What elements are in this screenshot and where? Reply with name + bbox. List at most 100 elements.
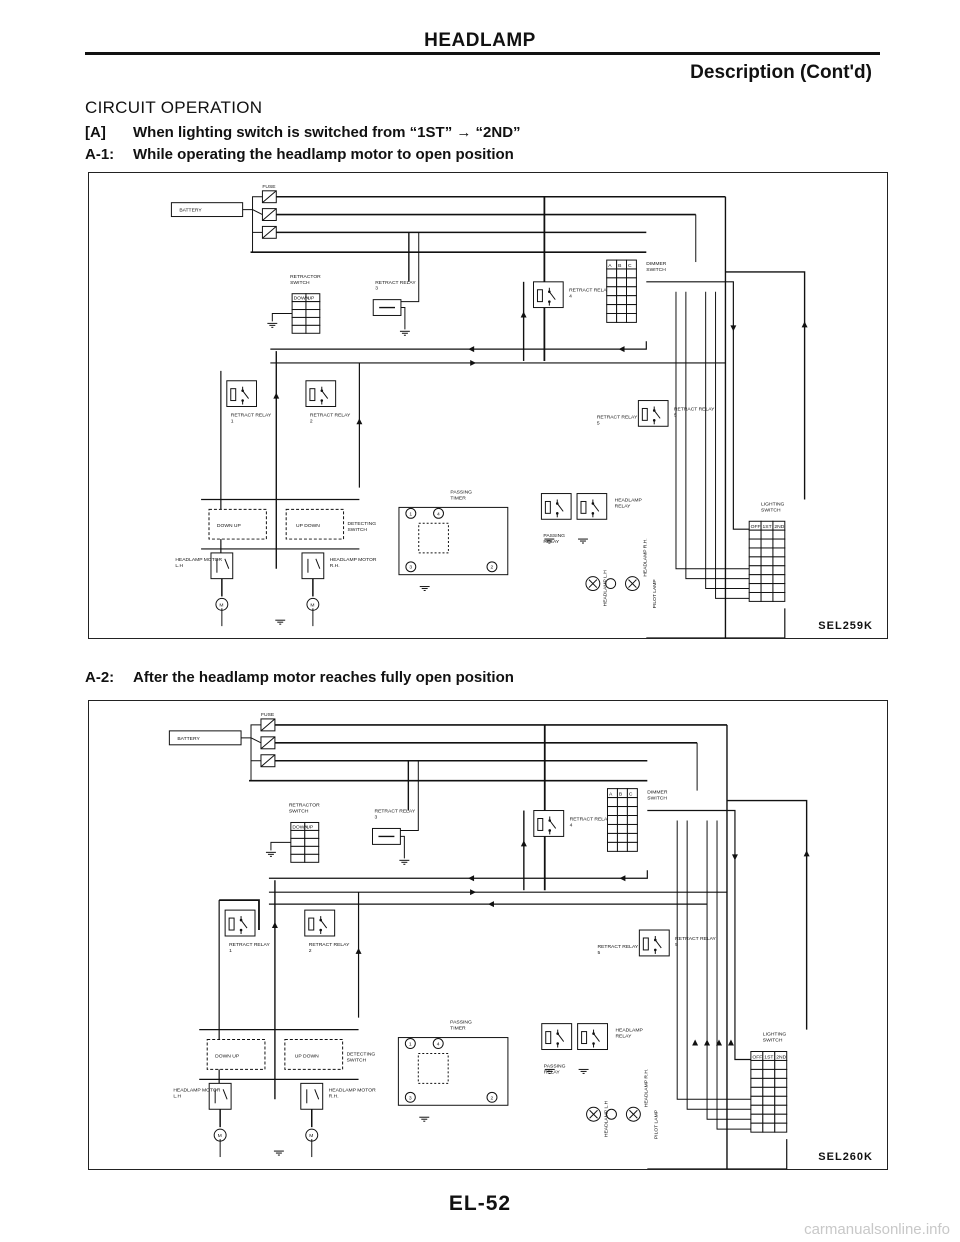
lighting-switch-grid-cell [760, 583, 774, 593]
retractor-switch-grid-cell [291, 309, 307, 318]
arrow-up-1 [271, 922, 278, 929]
passing-relay-label: PASSING [544, 1063, 566, 1069]
retractor-switch-grid-cell [290, 837, 306, 847]
retractor-switch-label: RETRACTOR [290, 274, 321, 280]
retract-relay-2-coil [308, 917, 315, 931]
dimmer-switch-grid-cell [616, 312, 628, 323]
retract-relay-5-label-left-line2: 5 [597, 420, 600, 426]
headlamp-motor-rh-label: HEADLAMP MOTOR [330, 557, 377, 563]
lighting-switch-grid-cell [748, 556, 762, 567]
dimmer-switch-grid-header: C [629, 792, 633, 798]
wiring-diagram-svg: FUSEBATTERYRETRACTORSWITCHDOWNUPRETRACT … [170, 184, 808, 638]
dimmer-switch-label: DIMMER [646, 261, 666, 267]
diagram-2-caption-line: A-2:After the headlamp motor reaches ful… [85, 669, 514, 686]
lighting-switch-grid-cell [774, 1095, 788, 1106]
retractor-switch-grid-cell [290, 853, 306, 863]
passing-relay-label-line2: RELAY [543, 539, 560, 545]
retractor-switch-grid-cell [290, 829, 306, 839]
lighting-switch-grid-header: 1ST [763, 524, 772, 530]
lighting-switch-grid-cell [750, 1068, 764, 1079]
dimmer-switch-grid-cell [626, 841, 638, 852]
dimmer-switch-grid-cell [616, 815, 628, 825]
headlamp-motor-lh-motor-letter: M [219, 602, 223, 608]
condition-text: When lighting switch is switched from “1… [133, 124, 521, 141]
lighting-switch-label-line2: SWITCH [763, 1038, 783, 1044]
arrow-down-right [731, 854, 738, 861]
lighting-switch-grid-cell [750, 1059, 764, 1070]
retract-relay-1-coil [228, 917, 235, 931]
timer-pin-3 [404, 1091, 416, 1103]
retract-relay-5-label: RETRACT RELAY [674, 406, 715, 412]
dimmer-switch-grid-cell [606, 295, 618, 306]
dimmer-switch-grid-cell [606, 832, 618, 843]
arrow-right-1 [470, 359, 477, 366]
lighting-switch-grid-cell [772, 556, 786, 567]
dimmer-switch-grid-cell [616, 823, 628, 834]
retract-relay-3-label-line2: 3 [375, 286, 378, 292]
lighting-switch-grid-cell [760, 529, 774, 540]
retractor-switch-grid-cell [304, 837, 320, 847]
wiring-diagram-svg: FUSEBATTERYRETRACTORSWITCHDOWNUPRETRACT … [168, 712, 810, 1169]
dimmer-switch-grid-cell [626, 806, 638, 817]
detecting-switch-lh-text: DOWN UP [217, 523, 242, 529]
detecting-switch-rh-text: UP DOWN [296, 523, 320, 529]
retractor-switch-grid-cell [305, 324, 321, 334]
retractor-switch-grid-cell [291, 324, 307, 334]
passing-relay-coil [545, 1031, 552, 1045]
retract-relay-5-label-left: RETRACT RELAY [598, 944, 639, 950]
timer-pin-2-label: 2 [490, 1095, 493, 1101]
retract-relay-4-label-line2: 4 [569, 294, 572, 300]
retractor-switch-label-line2: SWITCH [289, 809, 309, 815]
diagram-1-caption-line: A-1:While operating the headlamp motor t… [85, 146, 514, 163]
arrow-up-a2-3 [727, 1039, 734, 1046]
dimmer-switch-grid-cell [616, 295, 628, 306]
dimmer-switch-grid-cell [616, 841, 628, 852]
headlamp-motor-rh-label: HEADLAMP MOTOR [329, 1087, 376, 1093]
pilot-lamp-symbol [605, 578, 617, 590]
retract-relay-3-label-line2: 3 [374, 814, 377, 820]
dimmer-switch-grid-cell [616, 797, 628, 808]
headlamp-motor-rh-motor-letter: M [310, 602, 314, 608]
headlamp-relay [577, 1023, 608, 1051]
lighting-switch-grid-cell [762, 1068, 776, 1079]
detecting-switch-rh [285, 508, 345, 540]
detecting-switch-rh [284, 1039, 344, 1070]
lighting-switch-grid-cell [762, 1059, 776, 1070]
lighting-switch-grid-cell [748, 565, 762, 576]
passing-timer-label-line2: TIMER [450, 495, 466, 501]
passing-relay-coil [544, 500, 551, 514]
retract-relay-5-label-left-line2: 5 [598, 950, 601, 956]
dimmer-switch-grid-header: B [618, 263, 622, 269]
timer-pin-4-label: 4 [437, 511, 440, 517]
dimmer-switch-grid-cell [626, 277, 637, 288]
dimmer-switch-grid-cell [626, 832, 638, 843]
lighting-switch-grid-cell [774, 1077, 788, 1088]
lighting-switch-grid-cell [748, 591, 762, 602]
retract-relay-4-label-line2: 4 [570, 822, 573, 828]
timer-pin-4 [432, 1038, 444, 1050]
headlamp-motor-rh-relay-box [300, 1082, 324, 1110]
retractor-switch-grid-header: DOWN [292, 824, 308, 830]
timer-pin-1 [404, 1038, 416, 1050]
lighting-switch-grid-cell [748, 529, 762, 540]
dimmer-switch-grid-cell [616, 286, 628, 297]
headlamp-relay-label: HEADLAMP [615, 497, 643, 503]
retract-relay-3-label: RETRACT RELAY [374, 809, 415, 815]
retract-relay-5-label: RETRACT RELAY [675, 936, 716, 942]
retractor-switch-grid-cell [304, 853, 320, 863]
lighting-switch-grid-cell [772, 565, 786, 576]
arrow-left-1 [468, 346, 475, 353]
lighting-switch-grid-cell [748, 583, 762, 593]
lighting-switch-grid-cell [748, 574, 762, 585]
timer-pin-2 [486, 1091, 498, 1103]
retract-relay-4-label: RETRACT RELAY [569, 288, 610, 294]
headlamp-motor-rh-label-line2: R.H. [330, 563, 340, 569]
dimmer-switch-grid-cell [626, 815, 638, 825]
retractor-switch-grid-header: UP [306, 824, 314, 830]
dimmer-switch-grid-cell [626, 304, 637, 314]
lighting-switch-grid-cell [750, 1086, 764, 1097]
dimmer-switch-grid-cell [616, 268, 628, 279]
